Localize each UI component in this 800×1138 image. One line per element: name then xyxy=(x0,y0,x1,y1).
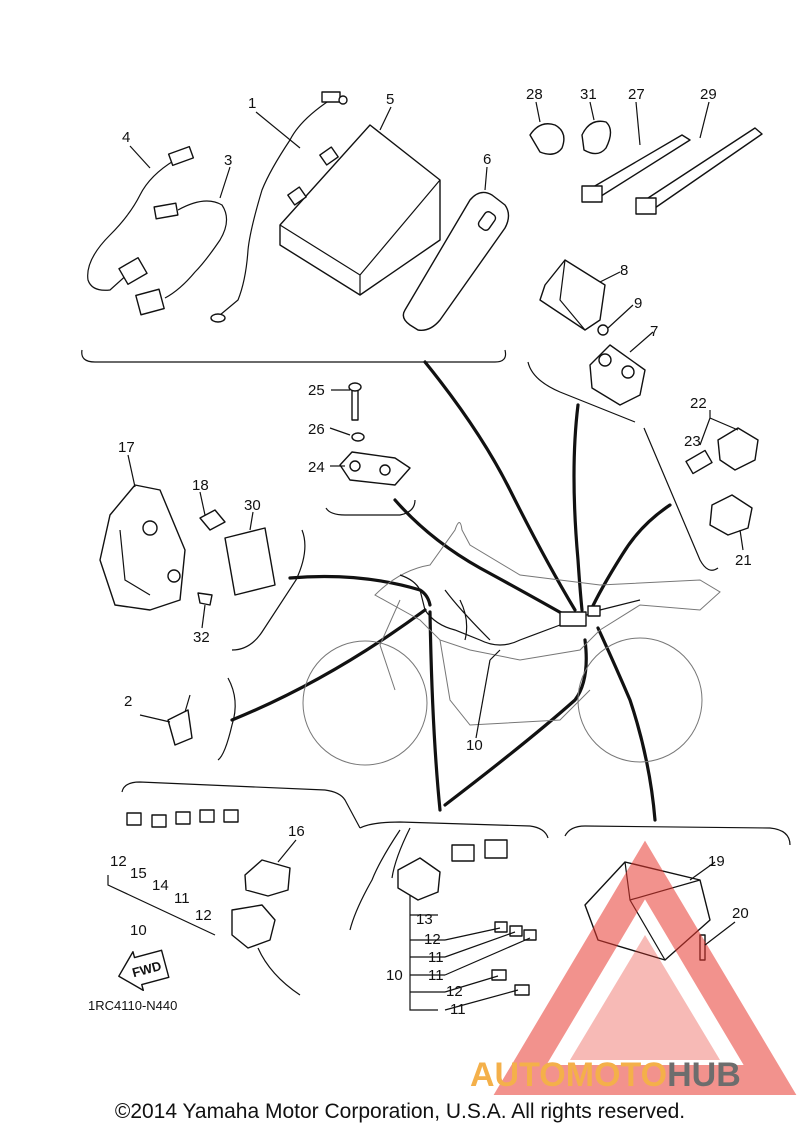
motorcycle-outline xyxy=(302,522,721,766)
part-label-22: 22 xyxy=(690,395,707,412)
leader-right-upper xyxy=(572,403,584,612)
watermark-moto: MOTO xyxy=(566,1056,667,1094)
leader-small-mid xyxy=(393,498,572,620)
part-label-23: 23 xyxy=(684,433,701,450)
part-label-30: 30 xyxy=(244,497,261,514)
bracket-bottom-mid xyxy=(359,821,549,839)
part-label-8: 8 xyxy=(620,262,628,279)
cover-21-drawing xyxy=(709,494,753,536)
part-label-11-a: 11 xyxy=(428,949,444,966)
part-label-3: 3 xyxy=(224,152,232,169)
part-label-12-a: 12 xyxy=(424,931,441,948)
part-label-12-left-b: 12 xyxy=(195,907,212,924)
part-label-12-b: 12 xyxy=(446,983,463,1000)
bracket-bottom-left xyxy=(121,781,361,829)
battery-lead-drawing xyxy=(210,91,348,323)
bracket-top xyxy=(81,349,507,363)
part-label-17: 17 xyxy=(118,439,135,456)
part-label-12-left: 12 xyxy=(110,853,127,870)
part-label-14: 14 xyxy=(152,877,169,894)
fwd-label: FWD xyxy=(131,958,163,980)
part-label-6: 6 xyxy=(483,151,491,168)
part-label-21: 21 xyxy=(735,552,752,569)
leader-bottom-mid xyxy=(443,638,588,807)
part-label-29: 29 xyxy=(700,86,717,103)
leader-bottom-right xyxy=(596,626,657,822)
part-label-4: 4 xyxy=(122,129,130,146)
leader-right-mid xyxy=(588,503,672,614)
part-label-18: 18 xyxy=(192,477,209,494)
part-label-28: 28 xyxy=(526,86,543,103)
clamps-and-ties-drawing xyxy=(529,120,763,215)
bracket-right-upper xyxy=(527,361,636,423)
part-label-25: 25 xyxy=(308,382,325,399)
fwd-arrow: FWD xyxy=(118,949,170,992)
watermark-auto: AUTO xyxy=(470,1056,566,1094)
starter-relay-drawing xyxy=(589,324,646,406)
part-label-16: 16 xyxy=(288,823,305,840)
part-label-7: 7 xyxy=(650,323,658,340)
part-label-13: 13 xyxy=(416,911,433,928)
wire-harness-on-bike xyxy=(399,574,641,661)
sensor-2-drawing xyxy=(167,694,193,746)
part-label-11-c: 11 xyxy=(450,1001,466,1018)
ecu-bracket-drawing xyxy=(99,484,276,611)
part-label-10-mid: 10 xyxy=(386,967,403,984)
part-label-10-left: 10 xyxy=(130,922,147,939)
part-label-20: 20 xyxy=(732,905,749,922)
bolt-washer-bracket-drawing xyxy=(339,382,411,486)
copyright-notice: ©2014 Yamaha Motor Corporation, U.S.A. A… xyxy=(114,1100,686,1123)
bracket-right-mid xyxy=(643,427,719,571)
bracket-left-mid xyxy=(231,529,306,651)
connector-22-23-drawing xyxy=(685,427,759,475)
part-label-5: 5 xyxy=(386,91,394,108)
bracket-left-small xyxy=(217,677,236,761)
relay-cover-drawing xyxy=(539,259,606,331)
bracket-bottom-right xyxy=(564,825,791,846)
leader-left-mid xyxy=(288,574,432,607)
part-label-10-bike: 10 xyxy=(466,737,483,754)
part-label-27: 27 xyxy=(628,86,645,103)
part-label-2: 2 xyxy=(124,693,132,710)
part-label-32: 32 xyxy=(193,629,210,646)
svg-text:AUTOMOTOHUB: AUTOMOTOHUB xyxy=(470,1056,741,1094)
drawing-code: 1RC4110-N440 xyxy=(88,998,177,1013)
part-label-1: 1 xyxy=(248,95,256,112)
part-label-11-b: 11 xyxy=(428,967,444,984)
part-label-26: 26 xyxy=(308,421,325,438)
lead-3-4-drawing xyxy=(87,145,228,316)
harness-detail-drawing xyxy=(349,827,537,996)
part-label-11-left: 11 xyxy=(174,890,190,907)
part-label-31: 31 xyxy=(580,86,597,103)
battery-drawing xyxy=(279,124,441,296)
watermark-hub: HUB xyxy=(667,1056,741,1094)
leader-bottom-left xyxy=(428,610,442,812)
part-number-labels: 1 2 3 4 5 6 7 8 9 10 10 10 10 11 11 11 1… xyxy=(88,86,752,1018)
bracket-small-mid xyxy=(325,499,416,516)
part-label-19: 19 xyxy=(708,853,725,870)
label-leaders xyxy=(127,101,744,1011)
leader-left-small xyxy=(230,608,427,722)
caps-row-drawing xyxy=(107,809,301,996)
part-label-24: 24 xyxy=(308,459,325,476)
part-label-9: 9 xyxy=(634,295,642,312)
battery-band-drawing xyxy=(402,191,510,331)
watermark-logo: AUTOMOTOHUB xyxy=(470,840,797,1095)
part-label-15: 15 xyxy=(130,865,147,882)
leader-top xyxy=(423,360,577,612)
